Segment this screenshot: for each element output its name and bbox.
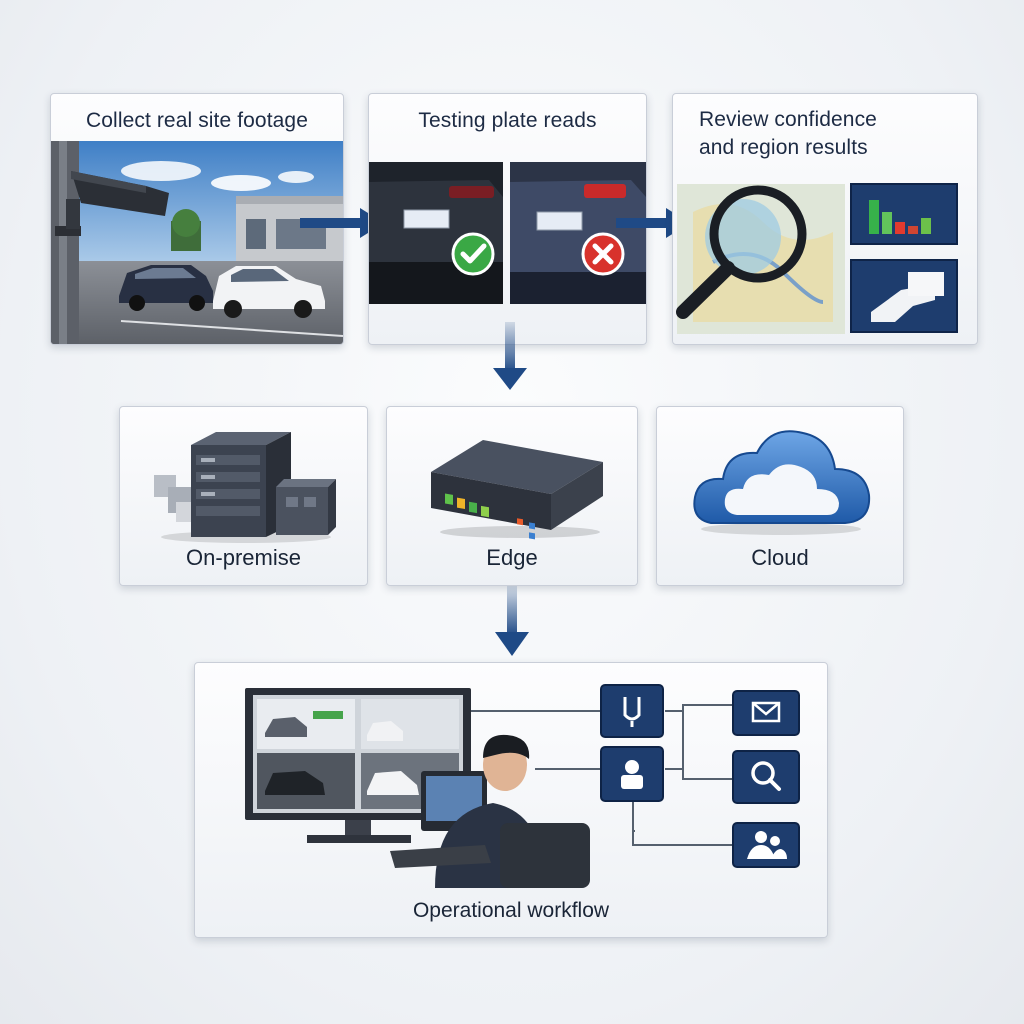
edge-device-icon [431,440,603,540]
cross-icon [581,232,625,276]
deploy-edge-label: Edge [486,545,538,570]
step-testing-title: Testing plate reads [418,109,597,132]
operator-person [390,734,590,888]
search-icon [732,750,800,804]
magnifier-icon [676,185,807,319]
users-icon [732,822,800,868]
workflow-scene [245,684,800,888]
step-testing-plate-reads: Testing plate reads [368,93,647,345]
deploy-edge: Edge [386,406,638,586]
plate-read-comparison [369,162,646,304]
email-icon [732,690,800,736]
deploy-on-premise: On-premise [119,406,368,586]
check-icon [451,232,495,276]
arrow-test-to-deploy [493,322,527,390]
step-collect-title: Collect real site footage [86,109,308,132]
workflow-label: Operational workflow [412,899,610,922]
deploy-on-premise-label: On-premise [186,545,301,570]
deploy-cloud-label: Cloud [751,545,809,570]
monitor-icon [245,688,471,843]
user-icon [600,746,664,802]
step-review-results: Review confidence and region results [672,93,978,345]
deploy-cloud: Cloud [656,406,904,586]
step-collect-footage: Collect real site footage [50,93,344,345]
microphone-icon [600,684,664,738]
server-stack-icon [154,432,336,543]
arrow-deploy-to-workflow [495,586,529,656]
step-review-title-line1: Review confidence [699,108,877,131]
cloud-icon [693,430,871,535]
operational-workflow: Operational workflow [194,662,828,938]
review-graphics [673,172,977,344]
step-review-title-line2: and region results [699,136,868,159]
parking-lot-photo [51,141,343,344]
